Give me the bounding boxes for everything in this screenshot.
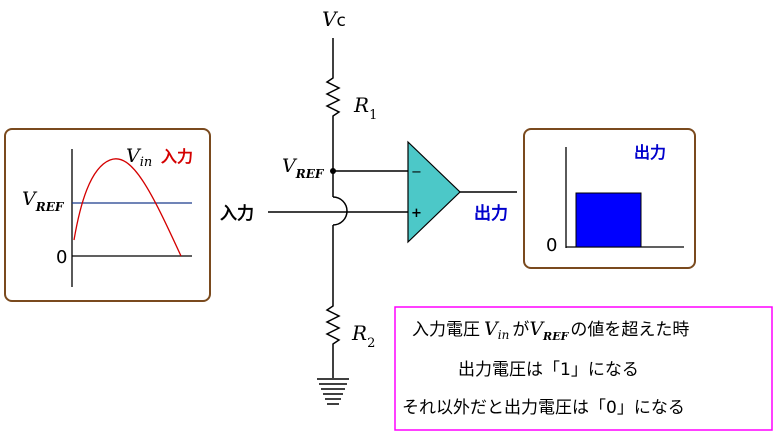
- output-label: 出力: [474, 203, 508, 224]
- output-graph-title: 出力: [634, 143, 666, 162]
- ground-icon: [317, 378, 349, 405]
- vref-node-label: VREF: [282, 155, 325, 181]
- input-graph-waveform: [73, 158, 182, 257]
- r2-label: R2: [351, 321, 375, 351]
- op-amp-plus-sign: +: [411, 206, 422, 221]
- input-graph: Vin 入力 VREF 0: [4, 128, 211, 302]
- note-frame: [394, 306, 773, 431]
- note-line-2: 出力電圧は「1」になる: [458, 360, 639, 380]
- output-graph-frame: [523, 128, 696, 269]
- wire-crossover-hump: [332, 196, 348, 226]
- input-graph-frame: [4, 128, 211, 302]
- resistor-r2: [325, 300, 341, 350]
- output-graph-zero-label: 0: [546, 235, 557, 256]
- input-graph-vref-label: VREF: [22, 188, 65, 214]
- note-line-3: それ以外だと出力電圧は「0」になる: [402, 398, 685, 418]
- output-graph-high-bar: [575, 192, 642, 248]
- output-graph: 出力 0: [523, 128, 696, 269]
- input-label: 入力: [220, 203, 254, 224]
- input-graph-vin-label: Vin: [126, 145, 152, 170]
- r1-label: R1: [353, 93, 377, 123]
- op-amp: [407, 140, 461, 244]
- op-amp-minus-sign: −: [411, 165, 422, 180]
- input-graph-title: 入力: [161, 147, 193, 166]
- resistor-r1: [325, 72, 341, 124]
- vc-label: Vc: [322, 7, 346, 31]
- input-graph-zero-label: 0: [56, 247, 67, 268]
